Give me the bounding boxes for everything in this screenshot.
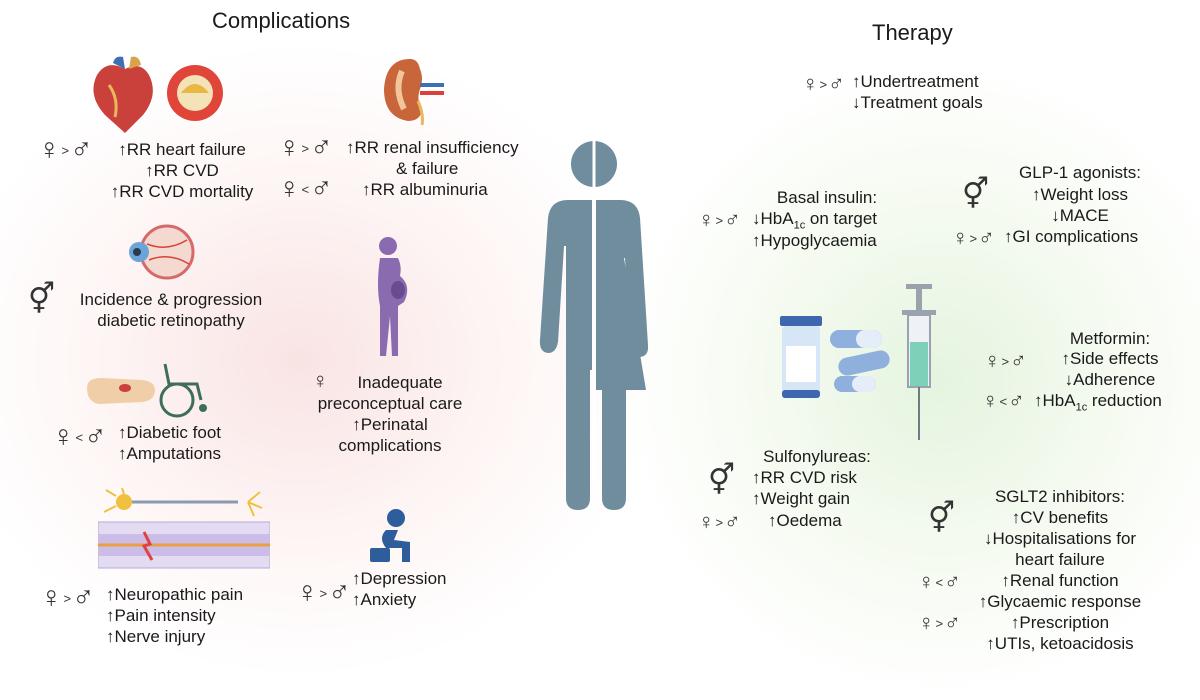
- sglt2-line-6: ↑Prescription: [1010, 613, 1110, 632]
- sulfonylureas-lines: ↑RR CVD risk ↑Weight gain: [752, 468, 857, 508]
- metformin-line-3: ↑HbA1c reduction: [1034, 391, 1162, 414]
- female-gt-male-symbol-heart: ♀>♂: [38, 133, 93, 166]
- both-sexes-symbol-glp1: ⚥: [962, 178, 990, 211]
- general-therapy-text: ↑Undertreatment ↓Treatment goals: [852, 72, 983, 112]
- both-sexes-symbol-sulfonylureas: ⚥: [708, 464, 736, 497]
- female-gt-male-symbol-depression: ♀>♂: [296, 576, 351, 609]
- female-gt-male-symbol-sglt2: ♀>♂: [918, 610, 961, 635]
- basal-insulin-line-1: ↓HbA1c on target: [752, 209, 878, 232]
- female-gt-male-symbol-glp1: ♀>♂: [952, 225, 995, 250]
- both-sexes-symbol-retina: ⚥: [28, 283, 56, 316]
- female-symbol-pregnancy: ♀: [312, 368, 329, 393]
- retinopathy-text: Incidence & progression diabetic retinop…: [79, 290, 263, 330]
- medication-icon: [780, 284, 936, 440]
- sglt2-line-5: ↑Glycaemic response: [978, 592, 1142, 611]
- heading-complications: Complications: [212, 8, 351, 33]
- female-lt-male-symbol-renal: ♀<♂: [278, 172, 333, 205]
- renal-line-3: ↑RR albuminuria: [362, 180, 488, 199]
- depressed-person-icon: [370, 509, 410, 562]
- basal-insulin-line-2: ↑Hypoglycaemia: [752, 231, 877, 250]
- foot-and-wheelchair-icon: [87, 363, 207, 418]
- heart-complication-text: ↑RR heart failure ↑RR CVD ↑RR CVD mortal…: [110, 140, 254, 201]
- sglt2-title: SGLT2 inhibitors:: [994, 487, 1126, 506]
- glp1-lines: ↑Weight loss ↓MACE: [1031, 185, 1129, 225]
- eye-icon: [129, 224, 195, 280]
- glp1-title: GLP-1 agonists:: [1019, 163, 1141, 182]
- female-gt-male-symbol-metformin: ♀>♂: [984, 348, 1027, 373]
- sulfonylureas-line-3: ↑Oedema: [768, 511, 842, 530]
- sglt2-line-7: ↑UTIs, ketoacidosis: [986, 634, 1134, 653]
- female-gt-male-symbol-sulfonylureas: ♀>♂: [698, 509, 741, 534]
- heading-therapy: Therapy: [872, 20, 953, 45]
- renal-line-1: ↑RR renal insufficiency: [346, 138, 519, 157]
- foot-text: ↑Diabetic foot ↑Amputations: [118, 423, 221, 463]
- gender-figure-icon: [539, 140, 649, 512]
- heart-icon: [93, 56, 223, 133]
- female-gt-male-symbol-neuro: ♀>♂: [40, 581, 95, 614]
- both-sexes-symbol-sglt2: ⚥: [928, 502, 956, 535]
- renal-line-2: & failure: [396, 159, 459, 178]
- sulfonylureas-title: Sulfonylureas:: [763, 447, 871, 466]
- female-lt-male-symbol-metformin: ♀<♂: [982, 388, 1025, 413]
- sglt2-lines: ↑CV benefits ↓Hospitalisations for heart…: [983, 508, 1137, 569]
- metformin-lines: ↑Side effects ↓Adherence: [1061, 349, 1159, 389]
- sglt2-line-4: ↑Renal function: [1001, 571, 1119, 590]
- neuropathy-text: ↑Neuropathic pain ↑Pain intensity ↑Nerve…: [106, 585, 244, 646]
- left-background-glow: [0, 40, 660, 680]
- female-lt-male-symbol-foot: ♀<♂: [52, 420, 107, 453]
- female-gt-male-symbol-renal: ♀>♂: [278, 131, 333, 164]
- metformin-title: Metformin:: [1069, 329, 1151, 348]
- female-gt-male-symbol-general: ♀>♂: [802, 71, 845, 96]
- preconception-text: Inadequate preconceptual care ↑Perinatal…: [317, 373, 463, 455]
- female-lt-male-symbol-sglt2: ♀<♂: [918, 569, 961, 594]
- glp1-line-3: ↑GI complications: [1004, 227, 1139, 246]
- kidney-icon: [384, 59, 444, 125]
- pregnant-woman-icon: [378, 237, 408, 356]
- depression-text: ↑Depression ↑Anxiety: [352, 569, 447, 609]
- basal-insulin-title: Basal insulin:: [776, 188, 878, 207]
- nerve-icon: [98, 488, 270, 569]
- female-gt-male-symbol-insulin: ♀>♂: [698, 207, 741, 232]
